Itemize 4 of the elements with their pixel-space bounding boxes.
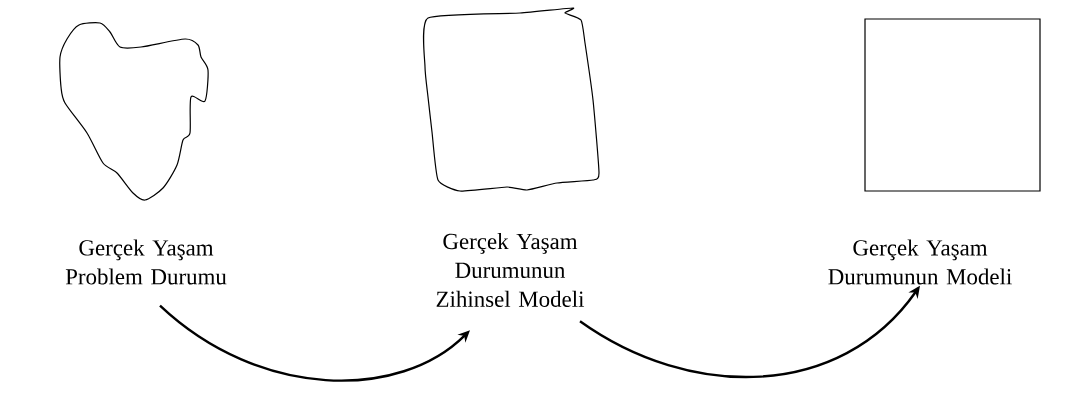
node-label: Gerçek Yaşam Problem Durumu — [65, 239, 227, 285]
curved-arrow — [159, 304, 470, 382]
node-label: Gerçek Yaşam Durumunun Zihinsel Modeli — [436, 233, 585, 307]
node-label: Gerçek Yaşam Durumunun Modeli — [828, 239, 1012, 285]
